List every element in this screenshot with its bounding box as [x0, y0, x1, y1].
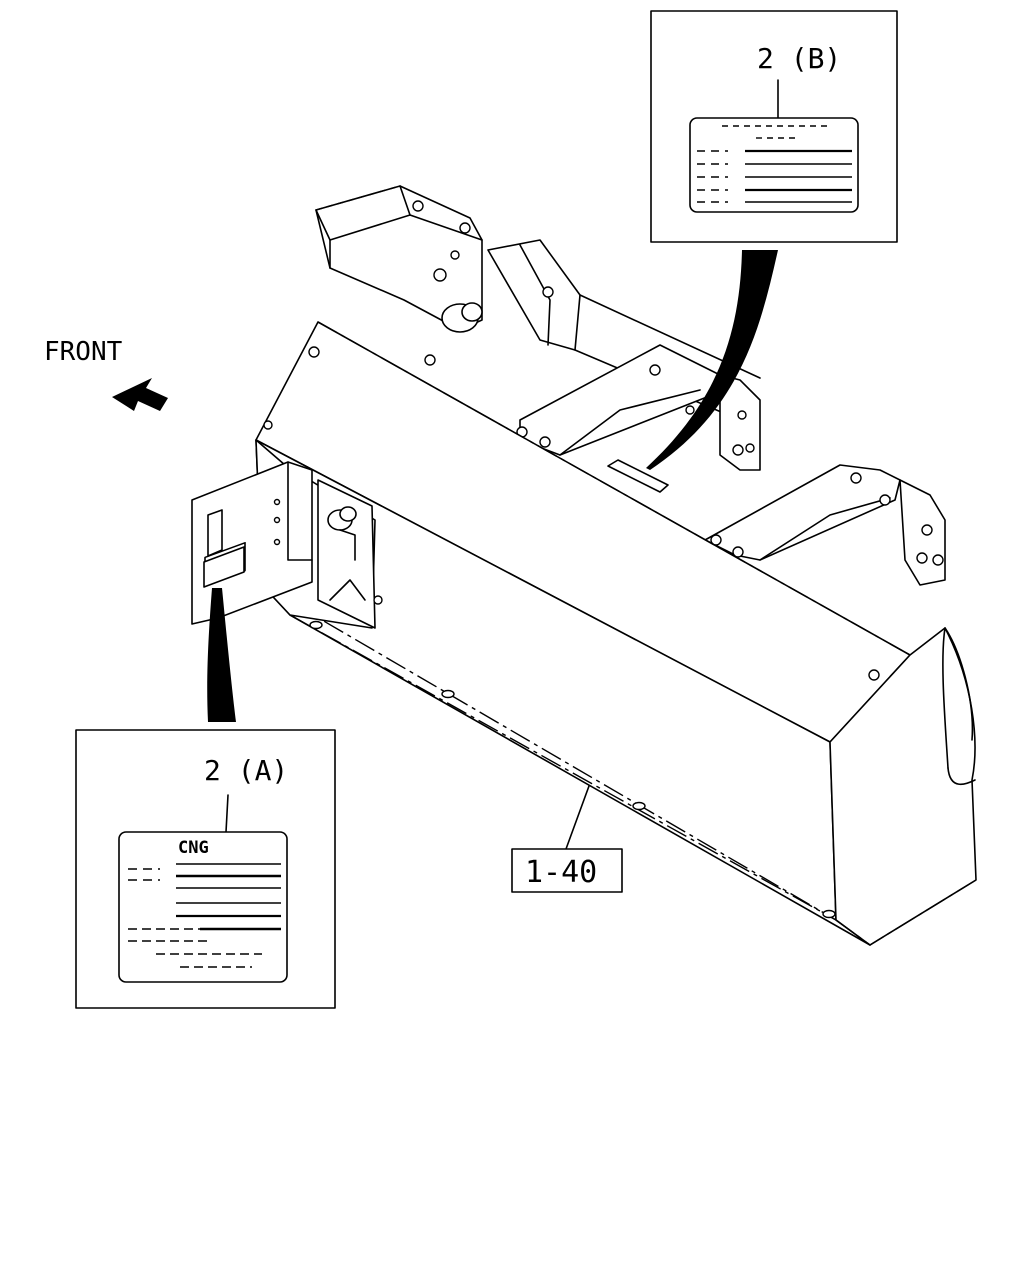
- front-label: FRONT: [44, 337, 123, 367]
- callout-b-label: 2 (B): [757, 42, 841, 75]
- label-plate-b: [689, 117, 859, 213]
- part-ref-label: 1-40: [525, 855, 597, 890]
- front-arrow-icon: [112, 378, 168, 411]
- label-plate-a-title: CNG: [178, 838, 209, 858]
- mounting-plate-a: [191, 461, 313, 625]
- part-ref-box: [511, 848, 623, 893]
- leader-a: [207, 588, 236, 722]
- part-ref-leader: [565, 785, 590, 850]
- callout-a: 2 (A) CNG: [75, 729, 336, 1009]
- leader-b: [646, 250, 778, 470]
- label-a-position: [203, 546, 245, 588]
- front-indicator: FRONT: [44, 337, 168, 411]
- callout-a-label: 2 (A): [204, 754, 288, 787]
- callout-b: 2 (B): [650, 10, 898, 243]
- rear-bracket-assembly: [315, 185, 946, 586]
- label-plate-a: [118, 831, 288, 983]
- part-ref-1-40[interactable]: 1-40: [511, 785, 623, 893]
